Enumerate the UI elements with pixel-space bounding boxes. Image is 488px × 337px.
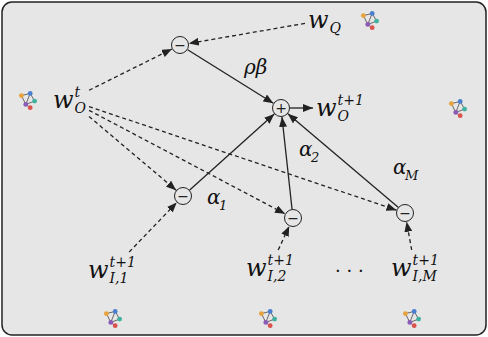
variable-symbol: wt+1O	[316, 93, 364, 123]
operator-circle: −	[284, 209, 302, 227]
subscript: O	[75, 101, 86, 115]
script-column: t+1I,M	[413, 253, 439, 283]
variable-symbol: wQ	[308, 5, 341, 35]
dashed-arrow	[189, 23, 305, 43]
superscript: t	[75, 85, 86, 99]
superscript: t+1	[338, 93, 364, 107]
variable-symbol: wt+1I,1	[88, 255, 136, 285]
label-subscript: 1	[219, 199, 227, 213]
operator-circle: +	[272, 99, 290, 117]
dashed-arrow	[89, 117, 176, 191]
operator-circle: −	[171, 36, 189, 54]
solid-arrow	[190, 114, 275, 190]
ellipsis: · · ·	[335, 260, 364, 281]
dashed-arrow	[89, 107, 396, 211]
solid-arrow	[188, 50, 274, 103]
operator-sign: +	[275, 101, 287, 115]
variable-letter: w	[88, 258, 109, 282]
subscript: I,1	[110, 271, 136, 285]
superscript: t+1	[268, 253, 294, 267]
subscript: I,M	[413, 269, 439, 283]
dashed-arrow	[129, 202, 177, 252]
script-column: t+1O	[338, 93, 364, 123]
solid-arrow	[282, 117, 292, 209]
operator-sign: −	[174, 38, 186, 52]
operator-sign: −	[287, 211, 299, 225]
script-column: tO	[75, 85, 86, 115]
operator-circle: −	[174, 187, 192, 205]
variable-symbol: wt+1I,2	[246, 253, 294, 283]
variable-symbol: wt+1I,M	[391, 253, 439, 283]
variable-letter: w	[246, 256, 267, 280]
superscript: t+1	[110, 255, 136, 269]
operator-sign: −	[399, 206, 411, 220]
subscript: I,2	[268, 269, 294, 283]
solid-arrow	[288, 114, 398, 207]
operator-sign: −	[177, 189, 189, 203]
variable-letter: w	[308, 8, 329, 32]
superscript: t+1	[413, 253, 439, 267]
subscript: O	[338, 109, 364, 123]
dashed-arrow	[407, 222, 412, 250]
variable-letter: w	[53, 88, 74, 112]
script-column: t+1I,1	[110, 255, 136, 285]
subscript: Q	[330, 21, 341, 35]
variable-letter: w	[391, 256, 412, 280]
label-subscript: 2	[311, 151, 319, 165]
solid-arrow	[290, 107, 313, 108]
variable-symbol: wtO	[53, 85, 86, 115]
weight-label: ρβ	[243, 56, 268, 78]
dashed-arrow	[278, 226, 289, 250]
variable-letter: w	[316, 96, 337, 120]
label-subscript: M	[405, 169, 418, 183]
dashed-arrow	[89, 49, 172, 90]
operator-circle: −	[396, 204, 414, 222]
script-column: t+1I,2	[268, 253, 294, 283]
script-column: Q	[330, 5, 341, 35]
